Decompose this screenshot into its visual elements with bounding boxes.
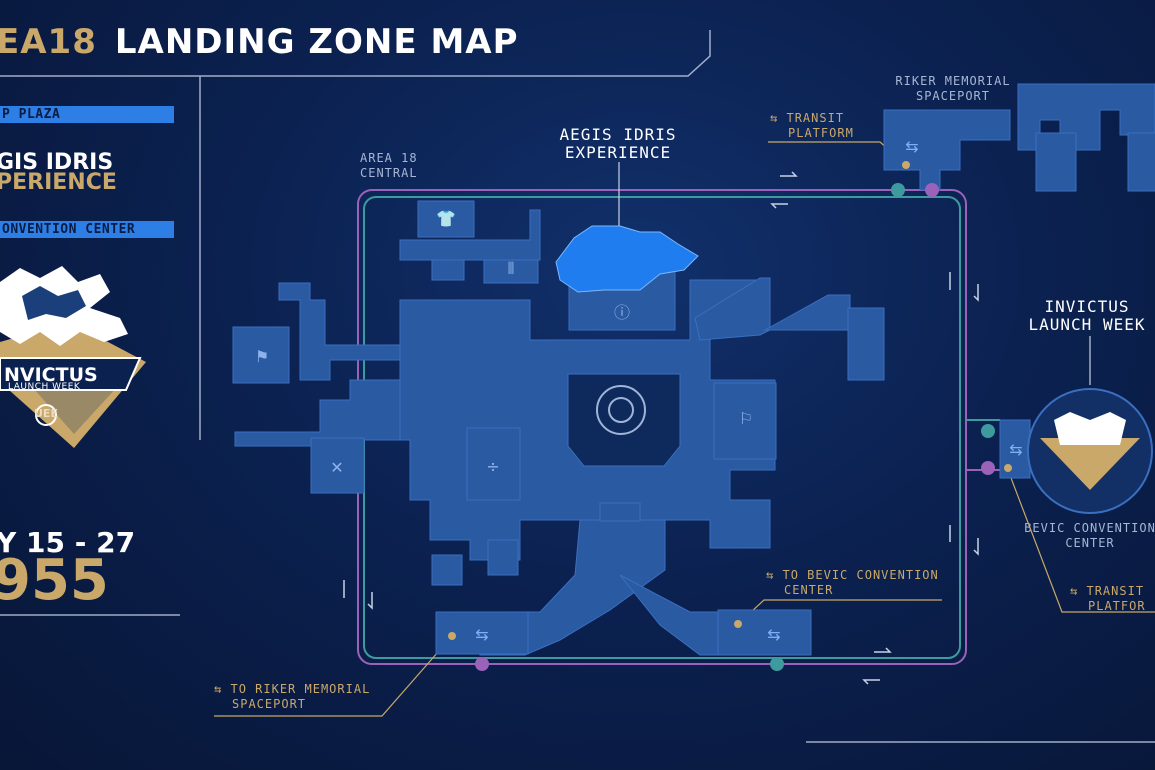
logo-sub: LAUNCH WEEK <box>8 382 81 392</box>
convention-band: ONVENTION CENTER <box>0 221 174 238</box>
logo-mark: UEE <box>34 407 58 420</box>
gear-hub-icon <box>596 385 646 435</box>
bevic-buildings <box>999 388 1153 514</box>
transit-arrows-icon: ⇆ <box>905 137 918 156</box>
direction-arrow-icon <box>343 171 979 685</box>
event-dates: Y 15 - 27 <box>0 526 136 559</box>
transit-arrows-icon: ⇆ <box>767 625 780 644</box>
transit-arrows-icon: ⇆ <box>766 568 775 582</box>
transit-arrows-icon: ⇆ <box>214 682 223 696</box>
transit-platform-right-label: ⇆ TRANSIT PLATFOR <box>1070 584 1146 613</box>
event-year: 955 <box>0 548 109 613</box>
transit-arrows-icon: ⇆ <box>1009 440 1022 459</box>
aegis-heading-1: GIS IDRIS <box>0 150 114 175</box>
info-icon: ⓘ <box>614 303 630 322</box>
to-riker-label: ⇆ TO RIKER MEMORIAL SPACEPORT <box>214 682 371 711</box>
to-bevic-label: ⇆ TO BEVIC CONVENTION CENTER <box>766 568 939 597</box>
leader-lines <box>214 141 1155 717</box>
transit-arrows-icon: ⇆ <box>475 625 488 644</box>
invictus-logo <box>0 266 146 448</box>
transit-platform-top-label: ⇆ TRANSIT PLATFORM <box>770 111 854 140</box>
shirt-icon: 👕 <box>436 209 456 228</box>
drink-icon: ⚑ <box>255 347 269 366</box>
ship-icon <box>555 225 699 293</box>
hand-icon: ⚐ <box>739 409 753 428</box>
transit-arrows-icon: ⇆ <box>770 111 779 125</box>
aegis-heading-2: PERIENCE <box>0 170 117 195</box>
page-title: EA18 LANDING ZONE MAP <box>0 22 519 62</box>
plaza-band: P PLAZA <box>0 106 174 123</box>
title-main: LANDING ZONE MAP <box>114 22 519 62</box>
transit-arrows-icon: ⇆ <box>1070 584 1079 598</box>
tools-icon: ✕ <box>330 458 343 477</box>
info-icon: ⫴ <box>508 259 515 278</box>
title-area: EA18 <box>0 22 97 62</box>
plus-icon: ÷ <box>486 457 499 476</box>
